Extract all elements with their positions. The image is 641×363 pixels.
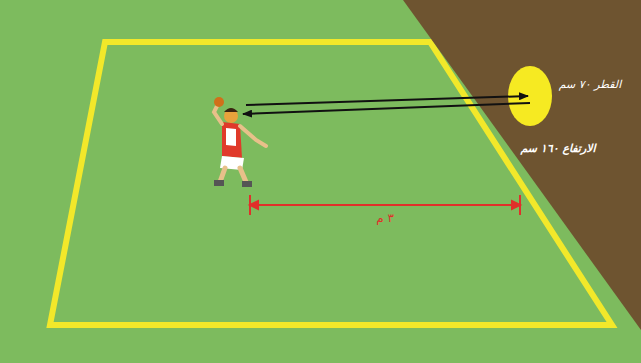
height-label: الارتفاع ١٦٠ سم [496, 142, 620, 155]
diameter-label: القطر ٧٠ سم [540, 78, 640, 91]
throw-arrow [246, 96, 528, 105]
rebound-arrow [243, 103, 530, 114]
court-line [50, 42, 612, 325]
player [214, 97, 266, 187]
dimension-label: ٣ م [365, 211, 405, 225]
wall [403, 0, 641, 330]
